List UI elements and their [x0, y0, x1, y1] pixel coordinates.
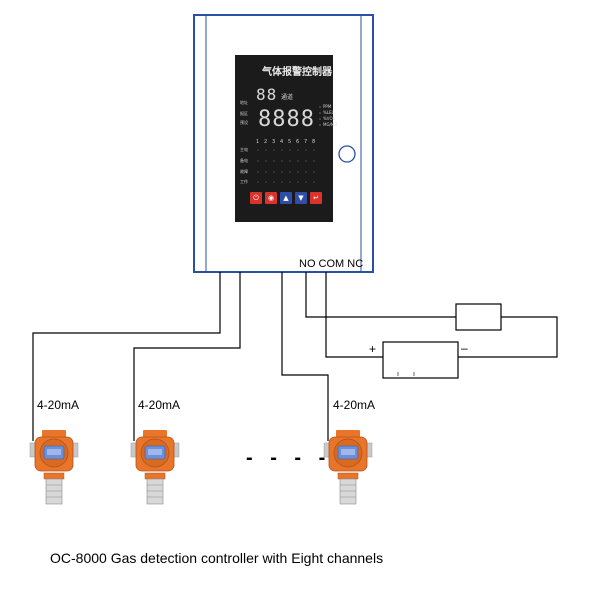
channel-number: 8: [312, 139, 316, 145]
channel-number: 6: [296, 139, 300, 145]
cable-detector-2: [133, 272, 241, 441]
down-key[interactable]: ▼: [295, 192, 307, 204]
power-supply: [382, 341, 459, 379]
power-key[interactable]: ⏻: [250, 192, 262, 204]
unit-label: %VOL: [323, 116, 335, 121]
wiring: [32, 272, 558, 441]
relay-load: [455, 303, 502, 331]
row-label: 主电: [240, 147, 248, 152]
more-detectors-ellipsis: - - - -: [246, 447, 332, 469]
left-label: 地址: [240, 100, 248, 105]
signal-label-1: 4-20mA: [37, 398, 80, 412]
relay-terminal-labels: NO COM NC: [299, 258, 364, 270]
value-display: 8888: [258, 107, 315, 132]
channel-number: 7: [304, 139, 308, 145]
signal-label-2: 4-20mA: [138, 398, 181, 412]
relay-wire-loop: [458, 316, 558, 358]
panel-title: 气体报警控制器: [262, 67, 332, 78]
row-label: 工作: [240, 179, 248, 184]
row-label: 备电: [240, 158, 248, 163]
left-label: 预设: [240, 120, 248, 125]
caption: OC-8000 Gas detection controller with Ei…: [50, 550, 384, 566]
enter-key[interactable]: ↵: [310, 192, 322, 204]
channel-display: 88: [256, 85, 278, 104]
gas-detector-1: [29, 430, 79, 505]
row-label: 故障: [240, 169, 248, 174]
cable-detector-3: [281, 272, 329, 441]
unit-leds: [319, 106, 321, 126]
channel-number: 4: [280, 139, 284, 145]
relay-wire-com: [325, 272, 383, 358]
unit-label: %LEL: [323, 110, 334, 115]
unit-label: MG/M3: [323, 122, 337, 127]
relay-wire-no: [305, 272, 456, 318]
gas-detector-3: [323, 430, 373, 505]
unit-label: PPM: [323, 104, 332, 109]
gas-detector-2: [130, 430, 180, 505]
silence-key[interactable]: ◉: [265, 192, 277, 204]
up-key[interactable]: ▲: [280, 192, 292, 204]
channel-number: 3: [272, 139, 276, 145]
left-label: 报区: [240, 111, 248, 116]
channel-label: 通道: [281, 94, 294, 101]
channel-number: 1: [256, 139, 260, 145]
cable-detector-1: [32, 272, 221, 441]
led-matrix: [257, 149, 315, 183]
channel-number: 5: [288, 139, 292, 145]
signal-label-3: 4-20mA: [333, 398, 376, 412]
door-lock-icon: [338, 145, 356, 163]
plus-label: +: [369, 342, 377, 356]
channel-number: 2: [264, 139, 268, 145]
minus-label: –: [461, 341, 468, 355]
